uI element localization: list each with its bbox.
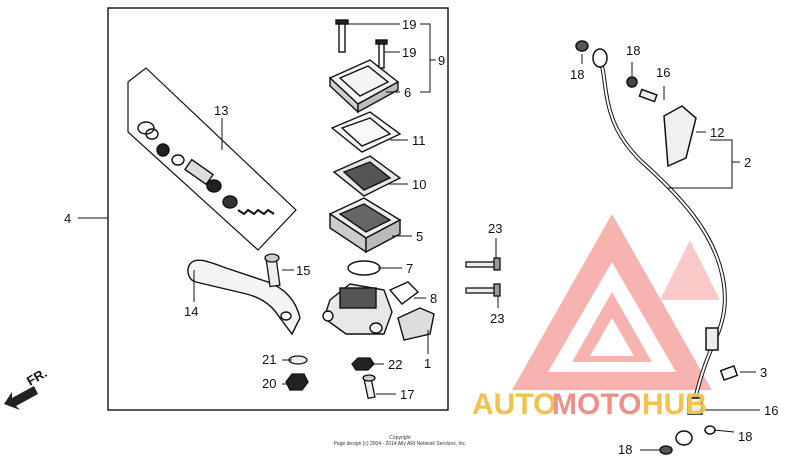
callout-9: 9 <box>438 53 445 68</box>
callout-19a: 19 <box>402 17 416 32</box>
callout-18a: 18 <box>570 67 584 82</box>
callout-5: 5 <box>416 229 423 244</box>
callout-8: 8 <box>430 291 437 306</box>
copyright-line-1: Copyright <box>389 435 411 441</box>
callout-23b: 23 <box>490 311 504 326</box>
callout-20: 20 <box>262 376 276 391</box>
callout-11: 11 <box>412 133 426 148</box>
callout-16a: 16 <box>656 65 670 80</box>
watermark-hub: HUB <box>642 388 707 421</box>
watermark-logo <box>512 214 720 390</box>
watermark-moto: MOTO <box>552 388 641 421</box>
copyright-notice: Copyright Page design (c) 2004 - 2014 Al… <box>300 435 500 447</box>
callout-6: 6 <box>404 85 411 100</box>
callout-16b: 16 <box>764 403 778 418</box>
callout-1: 1 <box>424 356 431 371</box>
callout-3: 3 <box>760 365 767 380</box>
master-cylinder-body <box>322 281 435 341</box>
callout-2: 2 <box>744 155 751 170</box>
callout-10: 10 <box>412 177 426 192</box>
direction-label: FR. <box>24 365 50 388</box>
callout-4: 4 <box>64 211 71 226</box>
callout-14: 14 <box>184 304 198 319</box>
callout-22: 22 <box>388 357 402 372</box>
callout-19b: 19 <box>402 45 416 60</box>
watermark-auto: AUTO <box>472 388 556 421</box>
piston-kit-parts <box>137 121 275 216</box>
callout-12: 12 <box>710 125 724 140</box>
callout-21: 21 <box>262 352 276 367</box>
piston-kit-box <box>127 67 297 251</box>
callout-18b: 18 <box>626 43 640 58</box>
callout-18d: 18 <box>618 442 632 457</box>
callout-15: 15 <box>296 263 310 278</box>
callout-7: 7 <box>406 261 413 276</box>
brake-lever <box>187 259 301 336</box>
callout-13: 13 <box>214 103 228 118</box>
callout-23a: 23 <box>488 221 502 236</box>
brake-hose <box>575 40 739 455</box>
watermark-text: AUTO MOTO HUB <box>472 388 707 421</box>
assembly-frame <box>107 7 449 411</box>
callout-17: 17 <box>400 387 414 402</box>
copyright-line-2: Page design (c) 2004 - 2014 Ally ARI Net… <box>333 441 467 447</box>
callout-18c: 18 <box>738 429 752 444</box>
leader-lines <box>193 23 760 451</box>
callout-numbers: 19 19 9 6 13 11 10 4 5 7 15 8 14 1 21 22… <box>64 17 778 457</box>
small-hardware <box>264 253 376 400</box>
forward-arrow-icon <box>4 386 38 410</box>
mounting-bolts <box>465 257 501 297</box>
reservoir-stack <box>328 19 402 276</box>
